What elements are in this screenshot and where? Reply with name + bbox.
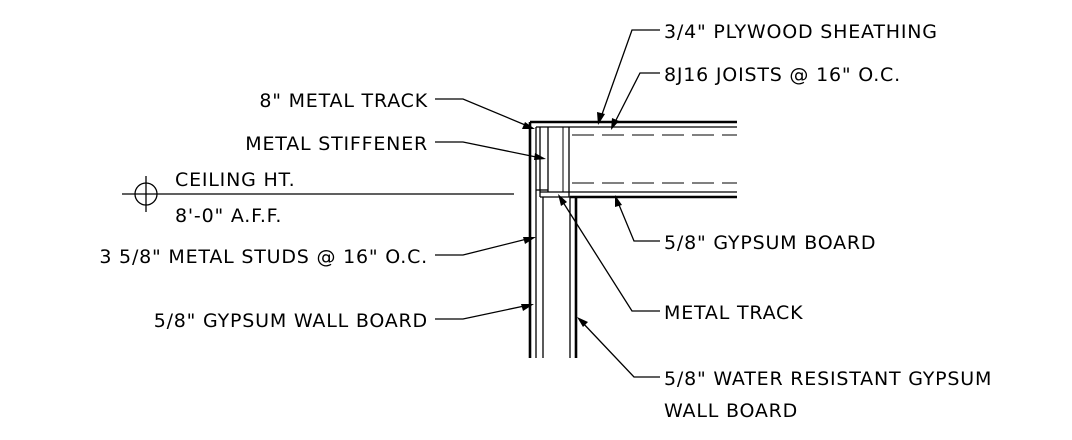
label-water-resistant-wall-board: WALL BOARD — [664, 400, 798, 422]
leaders — [435, 29, 660, 378]
label-water-resistant-gypsum: 5/8" WATER RESISTANT GYPSUM — [664, 368, 992, 390]
label-plywood-sheathing: 3/4" PLYWOOD SHEATHING — [664, 21, 938, 43]
label-gypsum-wall-board: 5/8" GYPSUM WALL BOARD — [154, 310, 428, 332]
label-metal-track: METAL TRACK — [664, 302, 803, 324]
label-8in-metal-track: 8" METAL TRACK — [259, 90, 428, 112]
label-metal-studs: 3 5/8" METAL STUDS @ 16" O.C. — [99, 246, 428, 268]
label-ceiling-ht: CEILING HT. — [175, 169, 296, 191]
label-metal-stiffener: METAL STIFFENER — [245, 133, 428, 155]
ceiling-height-marker — [122, 176, 514, 212]
joist-assembly — [530, 120, 737, 199]
label-ceiling-aff: 8'-0" A.F.F. — [175, 205, 282, 227]
label-joists: 8J16 JOISTS @ 16" O.C. — [664, 64, 901, 86]
label-gypsum-board: 5/8" GYPSUM BOARD — [664, 232, 876, 254]
